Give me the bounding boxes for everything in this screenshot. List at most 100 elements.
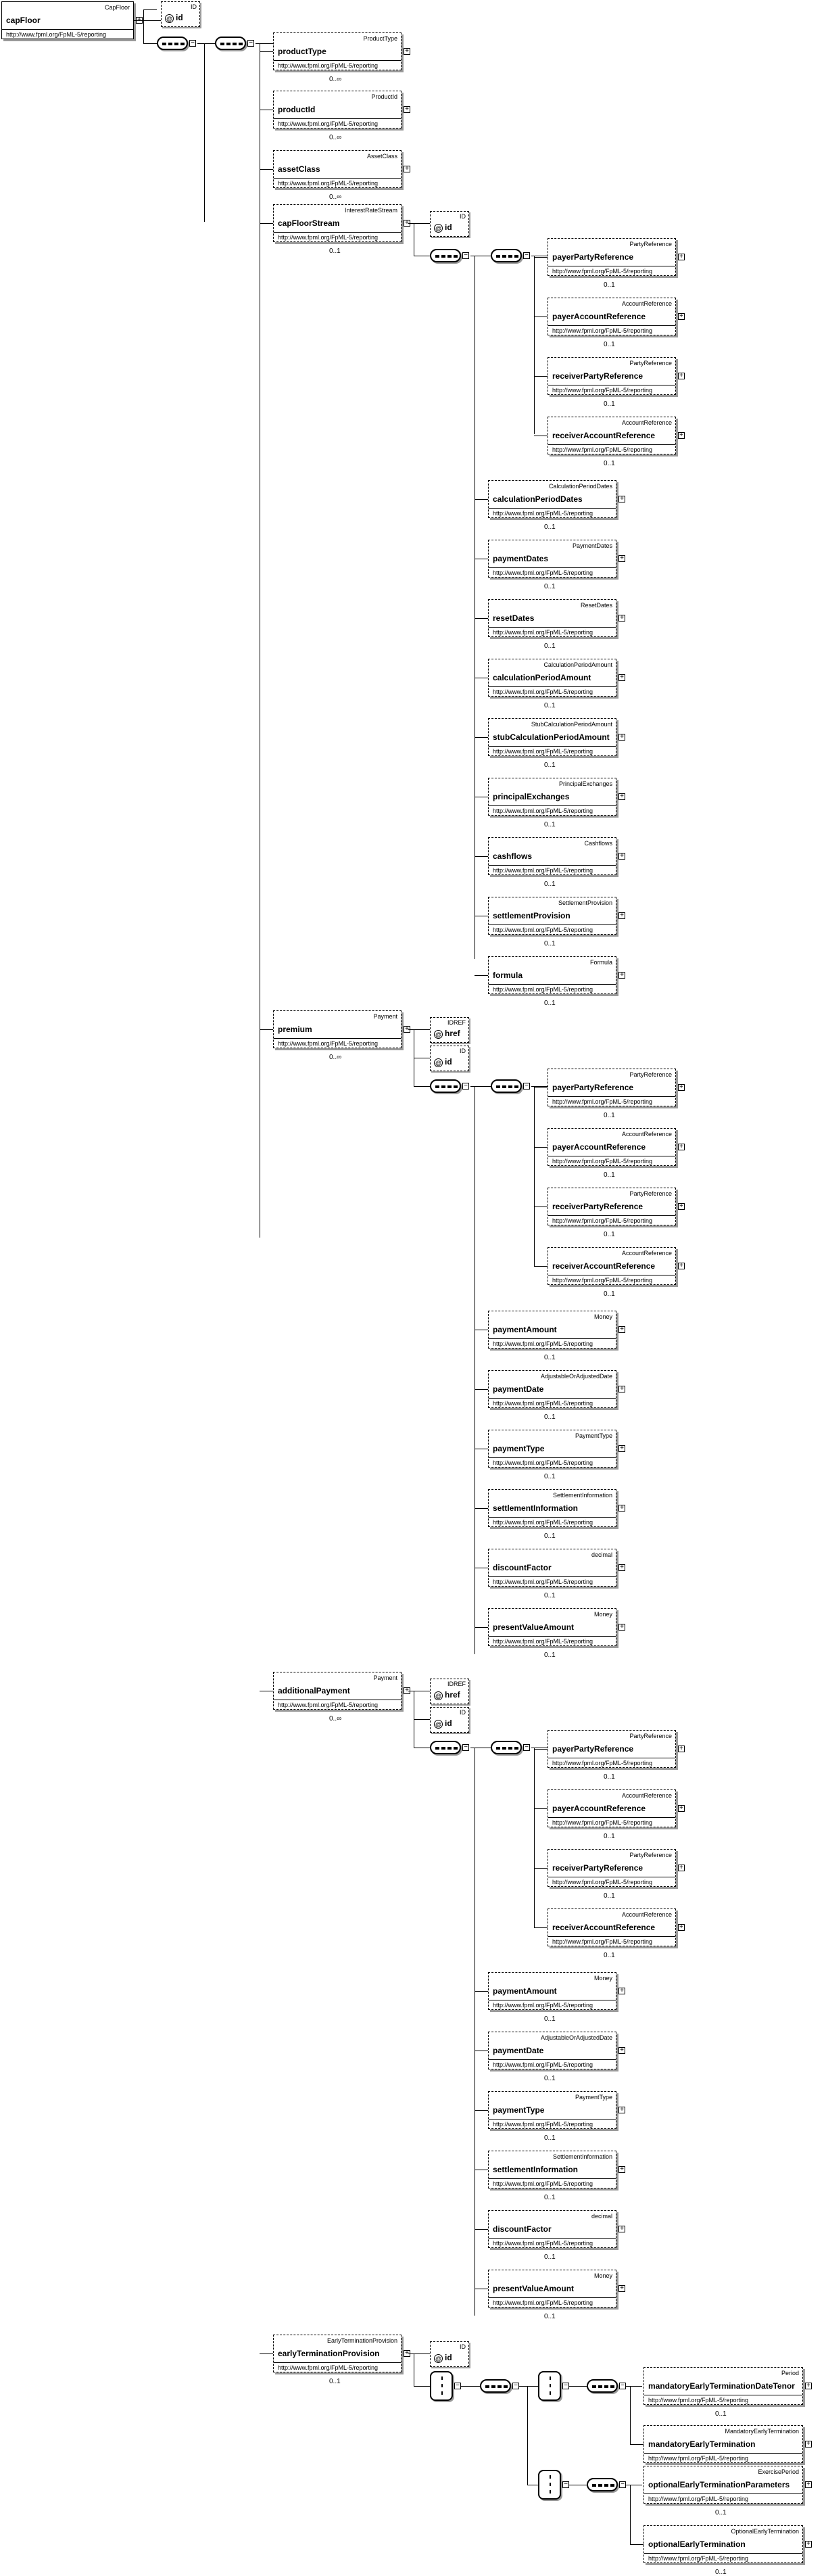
collapse-icon[interactable]: − xyxy=(562,2383,569,2389)
expand-icon[interactable]: + xyxy=(618,853,625,860)
expand-icon[interactable]: + xyxy=(404,48,410,55)
collapse-icon[interactable]: − xyxy=(562,2481,569,2488)
expand-icon[interactable]: + xyxy=(404,106,410,113)
expand-icon[interactable]: + xyxy=(618,793,625,800)
expand-icon[interactable]: + xyxy=(678,1924,685,1931)
expand-icon[interactable]: + xyxy=(805,2383,812,2389)
attribute-id[interactable]: ID@id xyxy=(161,1,200,27)
expand-icon[interactable]: + xyxy=(618,615,625,622)
attribute-href[interactable]: IDREF@href xyxy=(430,1679,469,1704)
expand-icon[interactable]: + xyxy=(678,313,685,320)
collapse-icon[interactable]: − xyxy=(462,1083,469,1090)
expand-icon[interactable]: + xyxy=(618,2107,625,2113)
expand-icon[interactable]: + xyxy=(805,2541,812,2548)
collapse-icon[interactable]: − xyxy=(619,2383,626,2389)
expand-icon[interactable]: + xyxy=(618,734,625,741)
expand-icon[interactable]: + xyxy=(618,1505,625,1512)
collapse-icon[interactable]: − xyxy=(523,1744,530,1751)
expand-icon[interactable]: + xyxy=(618,2226,625,2232)
expand-icon[interactable]: + xyxy=(618,1624,625,1631)
expand-icon[interactable]: + xyxy=(805,2441,812,2448)
collapse-icon[interactable]: − xyxy=(462,1744,469,1751)
expand-icon[interactable]: + xyxy=(678,432,685,439)
expand-icon[interactable]: + xyxy=(805,2481,812,2488)
expand-icon[interactable]: + xyxy=(678,1746,685,1752)
attribute-id[interactable]: ID@id xyxy=(430,1046,469,1071)
collapse-icon[interactable]: − xyxy=(512,2383,519,2389)
expand-icon[interactable]: + xyxy=(678,1144,685,1150)
expand-icon[interactable]: + xyxy=(618,674,625,681)
collapse-icon[interactable]: − xyxy=(619,2481,626,2488)
collapse-icon[interactable]: − xyxy=(247,40,254,47)
expand-icon[interactable]: + xyxy=(678,373,685,379)
expand-icon[interactable]: + xyxy=(678,1865,685,1871)
expand-icon[interactable]: + xyxy=(678,1263,685,1269)
expand-icon[interactable]: + xyxy=(404,166,410,172)
expand-icon[interactable]: + xyxy=(618,1326,625,1333)
expand-icon[interactable]: + xyxy=(618,496,625,502)
expand-icon[interactable]: + xyxy=(618,972,625,979)
expand-icon[interactable]: + xyxy=(618,555,625,562)
expand-icon[interactable]: + xyxy=(618,1988,625,1994)
expand-icon[interactable]: + xyxy=(618,2166,625,2173)
expand-icon[interactable]: + xyxy=(618,1445,625,1452)
attribute-id[interactable]: ID@id xyxy=(430,211,469,237)
expand-icon[interactable]: + xyxy=(678,1084,685,1091)
expand-icon[interactable]: + xyxy=(618,1386,625,1392)
expand-icon[interactable]: + xyxy=(678,1805,685,1812)
expand-icon[interactable]: + xyxy=(678,1203,685,1210)
expand-icon[interactable]: + xyxy=(618,2285,625,2292)
expand-icon[interactable]: + xyxy=(678,254,685,260)
expand-icon[interactable]: + xyxy=(618,2047,625,2054)
expand-icon[interactable]: + xyxy=(618,1564,625,1571)
attribute-href[interactable]: IDREF@href xyxy=(430,1017,469,1043)
collapse-icon[interactable]: − xyxy=(189,40,196,47)
expand-icon[interactable]: + xyxy=(618,912,625,919)
collapse-icon[interactable]: − xyxy=(462,252,469,259)
attribute-id[interactable]: ID@id xyxy=(430,2341,469,2367)
attribute-id[interactable]: ID@id xyxy=(430,1707,469,1733)
